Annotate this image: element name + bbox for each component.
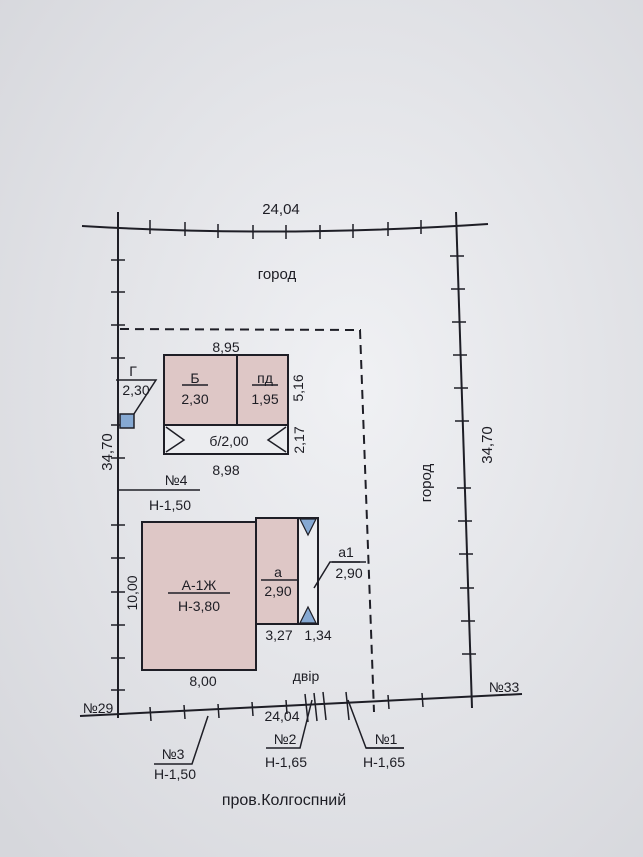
annex-label: а (274, 564, 282, 580)
annex-a (255, 517, 299, 625)
boundary-right (455, 211, 473, 709)
building-b-right-top: 5,16 (290, 374, 306, 401)
porch-a1 (297, 517, 319, 625)
yard-label: двір (293, 668, 320, 684)
plot-left-length: 34,70 (99, 433, 116, 471)
street-name: пров.Колгоспний (222, 792, 346, 809)
building-b-body (163, 354, 289, 426)
point-1-number: №1 (375, 731, 398, 747)
canopy-label: б/2,00 (209, 433, 248, 449)
building-b-bottom-length: 8,98 (212, 462, 239, 478)
point-1-height: Н-1,65 (363, 754, 405, 770)
garden-dashed-line (119, 328, 375, 713)
annex-width: 3,27 (265, 627, 292, 643)
boundary-bottom (79, 693, 523, 717)
porch-mark (299, 605, 317, 624)
house-a-left-length: 10,00 (124, 575, 140, 610)
annex-height: 2,90 (264, 583, 291, 599)
gate-post (345, 691, 350, 721)
porch-width: 1,34 (304, 627, 331, 643)
point-3-height: Н-1,50 (154, 766, 196, 782)
point-3-number: №3 (162, 746, 185, 762)
plot-bottom-length: 24,04 (264, 708, 299, 724)
garden-right-label: город (418, 463, 435, 502)
building-b-right-bottom: 2,17 (291, 426, 307, 453)
neighbor-left: №29 (83, 700, 114, 716)
plot-right-length: 34,70 (479, 426, 496, 464)
pd-label: пд (257, 370, 273, 386)
shed-g-height: 2,30 (122, 382, 149, 398)
plot-top-length: 24,04 (262, 201, 300, 218)
house-a-body (141, 521, 257, 671)
point-4-height: Н-1,50 (149, 497, 191, 513)
point-2-height: Н-1,65 (265, 754, 307, 770)
point-3-leader (154, 715, 209, 765)
plot-boundary (79, 211, 523, 723)
point-2-leader (266, 699, 313, 749)
canopy-mark (165, 426, 186, 453)
porch-mark (299, 518, 317, 537)
shed-g (116, 379, 158, 429)
pd-height: 1,95 (251, 391, 278, 407)
canopy-b (163, 424, 289, 455)
building-b-height: 2,30 (181, 391, 208, 407)
shed-g-body (119, 413, 135, 429)
building-b-top-length: 8,95 (212, 339, 239, 355)
house-a-height: Н-3,80 (178, 598, 220, 614)
point-leaders (118, 489, 404, 765)
point-4-number: №4 (165, 472, 188, 488)
gate-post (313, 692, 318, 722)
garden-top-label: город (258, 266, 297, 283)
porch-label: а1 (338, 544, 354, 560)
gate-post (322, 691, 327, 721)
boundary-ticks (111, 220, 476, 722)
boundary-top (81, 223, 489, 233)
house-a (141, 517, 366, 671)
house-a-label: А-1Ж (182, 577, 217, 593)
neighbor-right: №33 (489, 679, 520, 695)
building-b-label: Б (190, 370, 199, 386)
canopy-mark (266, 426, 287, 453)
porch-height: 2,90 (335, 565, 362, 581)
shed-g-label: Г (129, 363, 137, 379)
house-a-bottom-length: 8,00 (189, 673, 216, 689)
building-b (163, 354, 289, 455)
shed-leader (116, 379, 158, 421)
point-2-number: №2 (274, 731, 297, 747)
